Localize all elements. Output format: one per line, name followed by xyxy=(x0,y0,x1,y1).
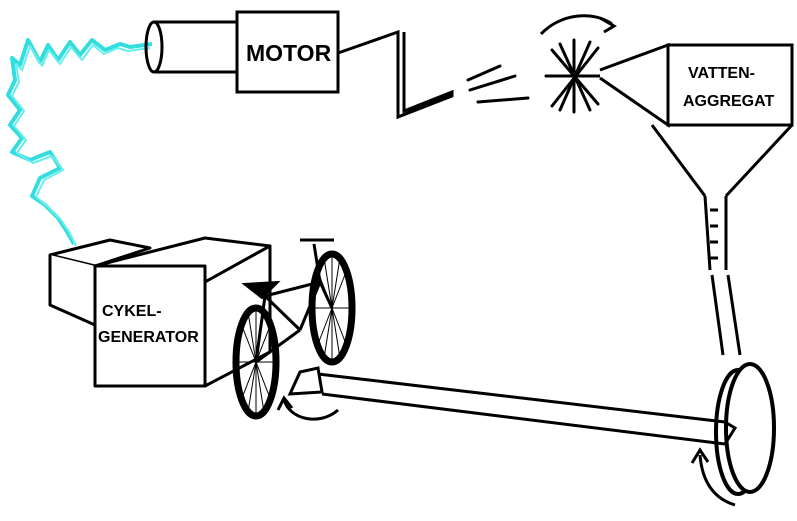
impeller-rotation-arrow xyxy=(539,14,617,36)
water-wheel xyxy=(714,362,776,496)
crank-shaft xyxy=(337,29,454,120)
water-unit-label-line2: AGGREGAT xyxy=(683,93,774,110)
bicycle xyxy=(232,238,356,420)
funnel xyxy=(650,123,794,271)
electric-arc xyxy=(6,38,153,247)
hub-linkage xyxy=(287,366,324,396)
generator-label-line1: CYKEL- xyxy=(102,303,162,320)
water-unit: VATTEN- AGGREGAT xyxy=(599,42,794,128)
bicycle-rotation-arrow xyxy=(276,395,339,421)
water-wheel-rotation-arrow xyxy=(690,447,736,507)
motor-box: MOTOR xyxy=(235,10,340,94)
motor-cylinder xyxy=(144,20,238,74)
drive-shaft xyxy=(317,372,738,446)
water-jet xyxy=(466,64,530,104)
motor-label: MOTOR xyxy=(246,40,332,66)
bicycle-seat xyxy=(241,280,281,300)
impeller-wheel xyxy=(544,38,604,114)
water-unit-label-line1: VATTEN- xyxy=(688,65,755,82)
down-pipe xyxy=(710,274,742,356)
generator-label-line2: GENERATOR xyxy=(98,329,199,346)
water-drips xyxy=(710,208,718,260)
